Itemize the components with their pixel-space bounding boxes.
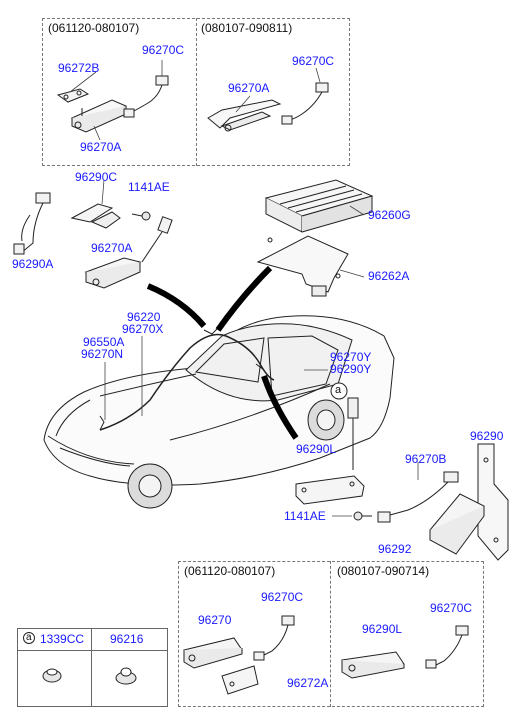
label-96270a-top-right: 96270A [228, 81, 270, 95]
label-96270c-bottom-left: 96270C [261, 590, 304, 604]
label-96270a-top-left: 96270A [80, 140, 122, 154]
car-body-illustration [43, 315, 395, 509]
label-96260g: 96260G [368, 208, 411, 222]
label-96270b: 96270B [405, 452, 447, 466]
label-96270-bottom: 96270 [198, 613, 232, 627]
module-96290l-bottom-illustration [341, 651, 405, 679]
label-1141ae-bottom: 1141AE [284, 509, 326, 523]
label-96270a-mid: 96270A [91, 241, 133, 255]
module-96270a-right-illustration [207, 99, 282, 132]
cable-96270b-illustration [377, 471, 459, 523]
bottom-left-header: (061120-080107) [184, 564, 276, 578]
label-96270c-top-right: 96270C [292, 54, 335, 68]
label-96272a: 96272A [287, 676, 329, 690]
bracket-96262a-illustration [256, 235, 349, 297]
screw-1141ae-top-illustration [131, 211, 151, 221]
cable-96290a-illustration [13, 192, 51, 255]
clip-96216-illustration [115, 667, 137, 685]
wiring-harness-illustration [99, 327, 275, 431]
label-96270n: 96270N [81, 347, 124, 361]
legend-table-column-rule [91, 628, 92, 707]
bottom-right-header: (080107-090714) [337, 564, 430, 578]
label-1141ae-top: 1141AE [128, 180, 170, 194]
bottom-variant-box [178, 561, 484, 707]
label-96272b: 96272B [58, 61, 100, 75]
leader-lines [69, 60, 461, 546]
bracket-96290c-illustration [70, 203, 121, 229]
legend-letter-a: a [26, 632, 32, 643]
legend-table-header-rule [17, 650, 168, 651]
label-96290a: 96290A [12, 257, 54, 271]
module-96292-illustration [429, 493, 485, 555]
label-96290y: 96290Y [330, 362, 372, 376]
cable-96270c-bottom-left-illustration [253, 615, 295, 661]
label-96270c-bottom-right: 96270C [430, 601, 473, 615]
label-96220: 96220 [127, 310, 161, 324]
top-left-header: (061120-080107) [48, 21, 140, 35]
bracket-96272b-illustration [56, 88, 90, 103]
label-96290l-bottom: 96290L [362, 622, 403, 636]
bracket-96272a-illustration [221, 665, 259, 695]
bottom-variant-divider [330, 561, 331, 707]
legend-table [17, 628, 168, 707]
top-variant-divider [196, 18, 197, 166]
nut-1339cc-illustration [42, 668, 62, 683]
callout-letter-a: a [335, 384, 342, 396]
label-96290c: 96290C [75, 170, 118, 184]
bracket-96290-illustration [477, 443, 509, 561]
module-96270a-mid-illustration [84, 216, 173, 289]
label-96262a: 96262A [368, 269, 410, 283]
control-unit-96260g-illustration [264, 179, 374, 233]
label-96270x: 96270X [122, 322, 164, 336]
label-96290: 96290 [470, 429, 504, 443]
screw-1141ae-bottom-illustration [353, 511, 372, 521]
legend-96216: 96216 [110, 632, 144, 646]
callout-circle-a [330, 382, 348, 400]
legend-circle-a [23, 632, 35, 644]
label-96270y: 96270Y [330, 350, 372, 364]
cable-96270c-right-illustration [281, 82, 329, 125]
label-96290l-mid: 96290L [296, 442, 337, 456]
legend-1339cc: 1339CC [40, 632, 85, 646]
top-right-header: (080107-090811) [201, 21, 293, 35]
sensor-96290l-illustration [295, 397, 365, 505]
label-96550a: 96550A [83, 335, 125, 349]
callout-arcs [146, 265, 299, 440]
label-96292: 96292 [378, 542, 412, 556]
module-96270-illustration [183, 637, 243, 669]
label-96270c-top-left: 96270C [142, 43, 185, 57]
cable-96270c-bottom-right-illustration [425, 625, 469, 669]
